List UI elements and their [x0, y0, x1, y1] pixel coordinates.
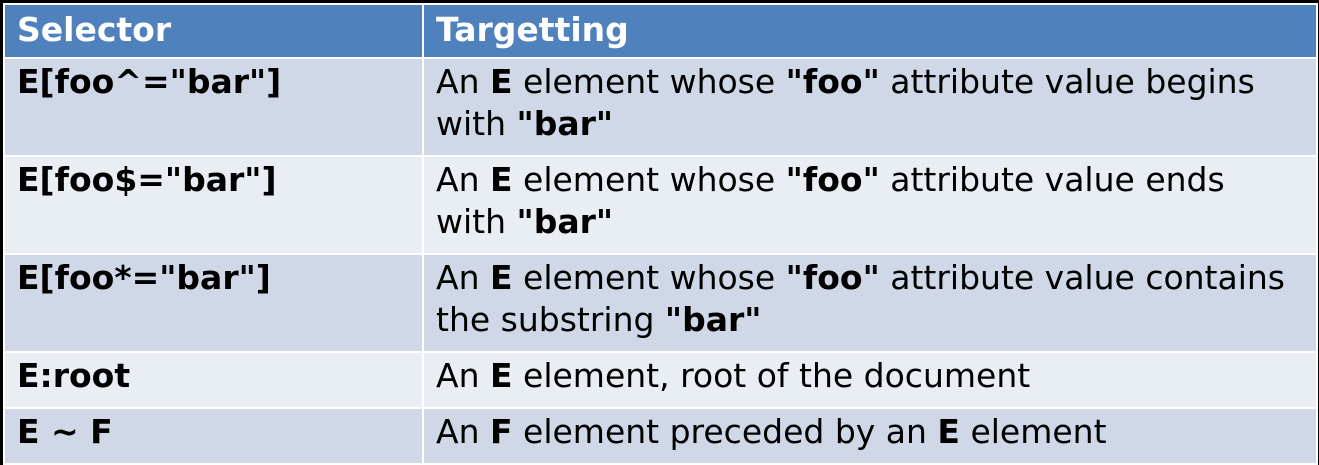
selector-cell: E[foo$="bar"] — [3, 155, 424, 255]
desc-text: element whose — [512, 258, 786, 297]
targetting-cell: An E element whose "foo" attribute value… — [422, 155, 1318, 255]
targetting-cell: An E element whose "foo" attribute value… — [422, 253, 1318, 353]
selector-cell: E[foo*="bar"] — [3, 253, 424, 353]
desc-text: An — [436, 356, 490, 395]
selector-table: Selector Targetting E[foo^="bar"] An E e… — [3, 3, 1318, 465]
desc-text-bold: E — [937, 412, 960, 451]
table-header-row: Selector Targetting — [3, 3, 1318, 59]
desc-text-bold: E — [489, 160, 513, 199]
header-targetting: Targetting — [422, 3, 1318, 59]
table-row: E:root An E element, root of the documen… — [3, 351, 1318, 409]
selector-cell: E ~ F — [3, 407, 424, 465]
desc-text-bold: "bar" — [516, 202, 614, 241]
desc-text-bold: "bar" — [516, 104, 614, 143]
header-selector: Selector — [3, 3, 424, 59]
desc-text-bold: F — [489, 412, 513, 451]
desc-text-bold: "foo" — [785, 160, 880, 199]
desc-text: attribute value contains the substring — [436, 258, 1285, 339]
desc-text: element, root of the document — [512, 356, 1031, 395]
desc-text-bold: E — [489, 258, 513, 297]
desc-text: element whose — [512, 62, 786, 101]
desc-text: An — [436, 160, 490, 199]
targetting-cell: An E element, root of the document — [422, 351, 1318, 409]
selector-cell: E[foo^="bar"] — [3, 57, 424, 157]
selector-cell: E:root — [3, 351, 424, 409]
targetting-cell: An F element preceded by an E element — [422, 407, 1318, 465]
desc-text: element preceded by an — [512, 412, 938, 451]
targetting-cell: An E element whose "foo" attribute value… — [422, 57, 1318, 157]
desc-text: attribute value begins with — [436, 62, 1255, 143]
table-row: E ~ F An F element preceded by an E elem… — [3, 407, 1318, 465]
desc-text-bold: E — [489, 62, 513, 101]
desc-text: element whose — [512, 160, 786, 199]
desc-text-bold: "foo" — [785, 258, 880, 297]
table-row: E[foo$="bar"] An E element whose "foo" a… — [3, 155, 1318, 255]
desc-text-bold: "foo" — [785, 62, 880, 101]
table-row: E[foo^="bar"] An E element whose "foo" a… — [3, 57, 1318, 157]
desc-text: An — [436, 258, 490, 297]
desc-text-bold: "bar" — [664, 300, 762, 339]
table-row: E[foo*="bar"] An E element whose "foo" a… — [3, 253, 1318, 353]
desc-text-bold: E — [489, 356, 513, 395]
desc-text: An — [436, 412, 490, 451]
desc-text: element — [959, 412, 1107, 451]
desc-text: attribute value ends with — [436, 160, 1225, 241]
desc-text: An — [436, 62, 490, 101]
